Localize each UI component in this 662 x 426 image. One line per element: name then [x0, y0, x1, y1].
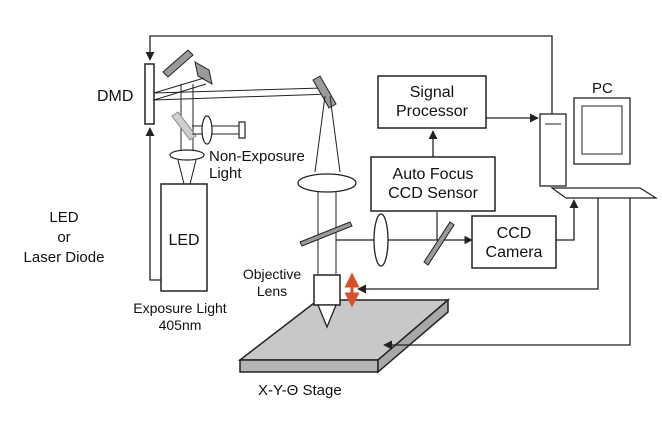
dmd-label: DMD: [97, 88, 134, 105]
signal-connections: [145, 35, 631, 350]
dmd-device: [144, 63, 155, 125]
led-box-label: LED: [168, 232, 200, 249]
auto-focus-box: [370, 156, 496, 212]
led-source: [160, 183, 208, 292]
exposure-label: Exposure Light 405nm: [133, 300, 227, 333]
condenser-lens: [169, 149, 205, 161]
auto-focus-label: Auto Focus CCD Sensor: [388, 166, 478, 202]
signal-processor-label: Signal Processor: [395, 84, 469, 120]
non-exposure-source: [238, 121, 246, 139]
exposure-splitter: [171, 111, 197, 141]
camera-path: [336, 212, 473, 267]
ccd-camera-label: CCD Camera: [485, 225, 543, 261]
tube-lens: [297, 173, 357, 193]
non-exposure-label: Non-Exposure Light: [209, 148, 305, 182]
led-side-label: LED or Laser Diode: [23, 209, 105, 266]
objective-column: [297, 95, 357, 329]
beam-splitter-1: [299, 221, 353, 247]
ccd-camera-box: [471, 215, 557, 269]
signal-processor-box: [377, 75, 487, 129]
relay-lens: [373, 213, 389, 267]
objective-label: Objective Lens: [242, 266, 302, 299]
pc-label: PC: [592, 80, 613, 97]
stage-label: X-Y-Θ Stage: [258, 382, 342, 399]
objective-lens: [313, 274, 341, 306]
beam-splitter-2: [423, 221, 455, 266]
exposure-column: [160, 84, 246, 292]
pc-computer: [539, 97, 659, 199]
xy-theta-stage: [237, 298, 451, 374]
